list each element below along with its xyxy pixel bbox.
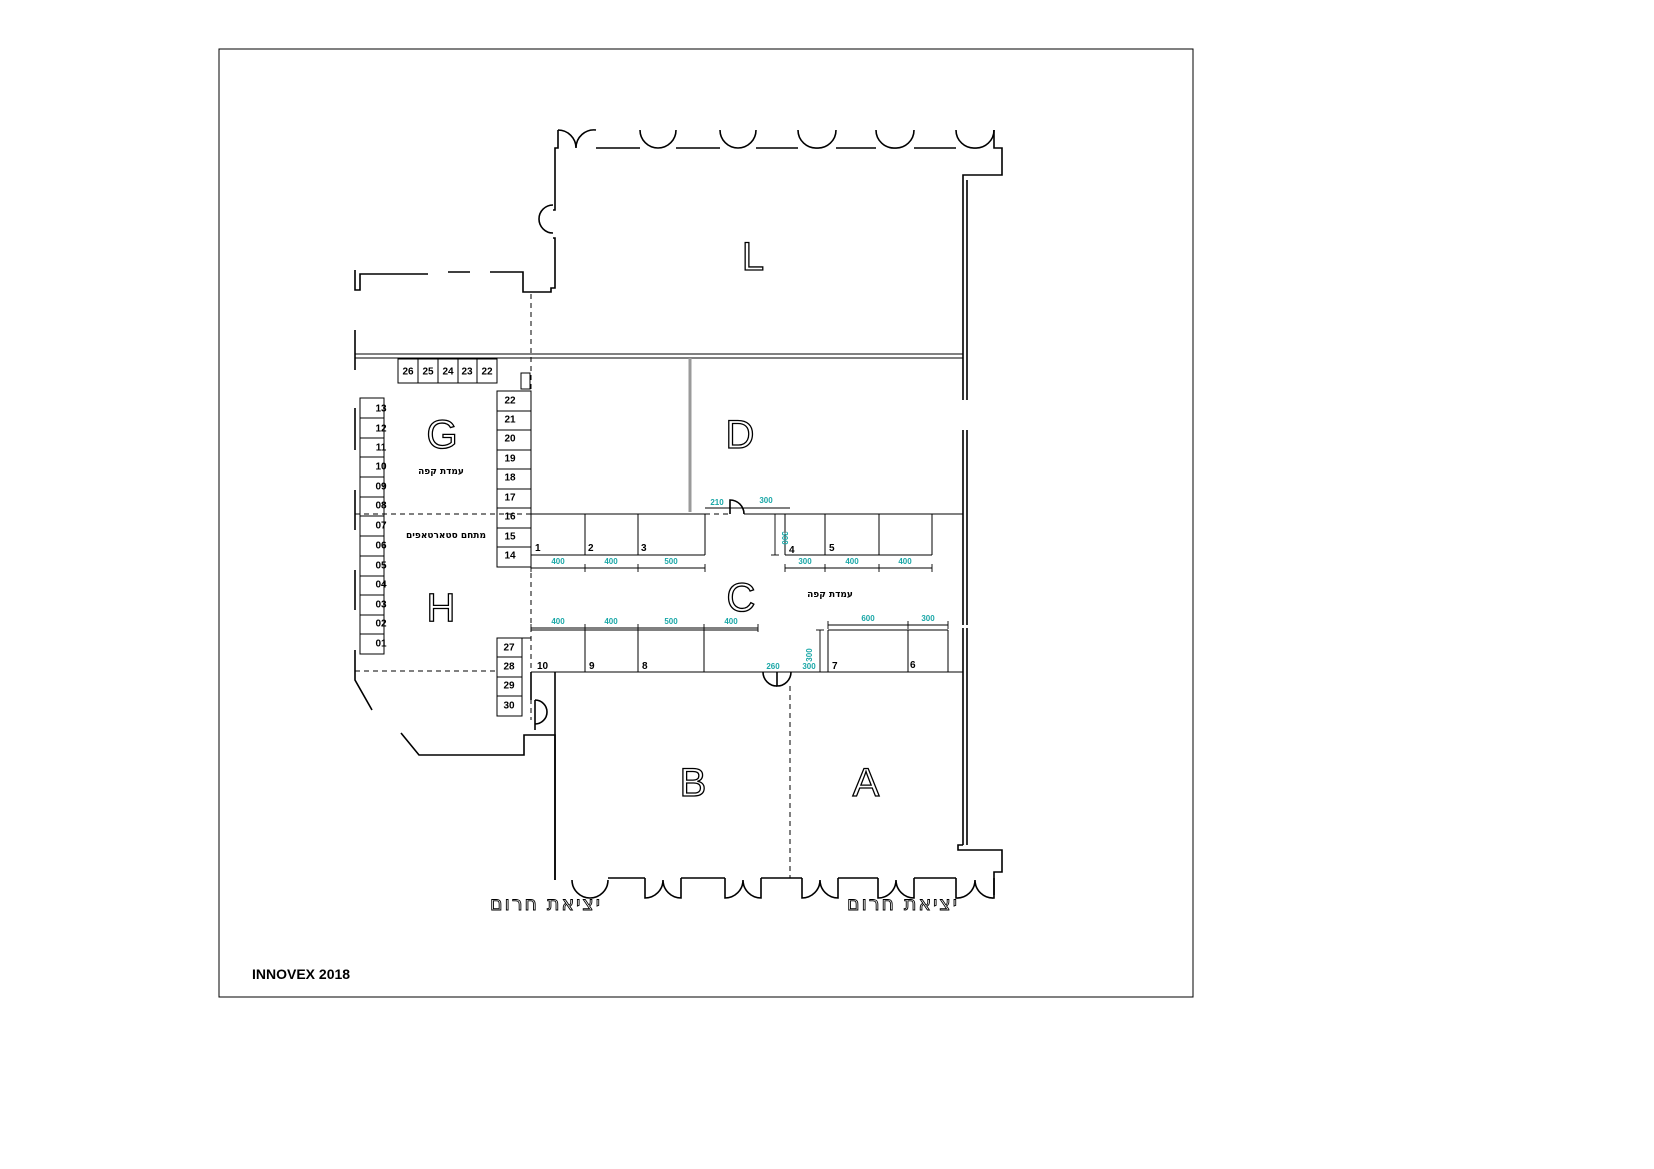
booth-13: 13 (375, 404, 387, 415)
dim-600: 600 (861, 614, 875, 623)
dim-300-a: 300 (798, 557, 812, 566)
booth-column-lower: 27 28 29 30 (496, 637, 548, 730)
hall-a: A (853, 761, 880, 805)
booth-06: 06 (375, 541, 387, 552)
dim-400-f: 400 (604, 617, 618, 626)
booth-16: 16 (504, 512, 516, 523)
booth-28: 28 (503, 662, 515, 673)
dimension-lines: 400 400 500 300 400 400 400 400 500 400 … (530, 496, 949, 673)
coffee-station-c: עמדת קפה (807, 590, 853, 600)
hall-g: G (426, 413, 457, 457)
hall-d: D (726, 413, 755, 457)
booth-17: 17 (504, 493, 516, 504)
booth-15: 15 (504, 532, 516, 543)
emergency-exit-left: יציאת חרום (490, 893, 602, 915)
dim-300-b: 300 (921, 614, 935, 623)
booth-12: 12 (375, 424, 387, 435)
hall-h: H (427, 586, 456, 630)
startups-area: מתחם סטארטאפים (406, 531, 486, 541)
booth-05: 05 (375, 561, 387, 572)
booth-04: 04 (375, 580, 387, 591)
booth-c-9: 9 (589, 661, 595, 672)
booth-26: 26 (402, 367, 414, 378)
booth-c-2: 2 (588, 543, 594, 554)
dim-400-g: 400 (724, 617, 738, 626)
dim-400-b: 400 (604, 557, 618, 566)
booth-07: 07 (375, 521, 387, 532)
booth-09: 09 (375, 482, 387, 493)
booth-11: 11 (376, 443, 387, 454)
hall-c: C (727, 576, 756, 620)
dim-400-c: 400 (845, 557, 859, 566)
dim-400-e: 400 (551, 617, 565, 626)
booth-01: 01 (375, 639, 387, 650)
booth-c-10: 10 (537, 661, 549, 672)
booth-29: 29 (503, 681, 515, 692)
booth-c-4: 4 (789, 545, 795, 556)
hall-ab-walls (530, 672, 995, 899)
booth-c-7: 7 (832, 661, 838, 672)
booth-18: 18 (504, 473, 516, 484)
booth-14: 14 (504, 551, 516, 562)
booth-column-right: 22 21 20 19 18 17 16 15 14 (496, 372, 532, 568)
booth-27: 27 (503, 643, 515, 654)
booth-02: 02 (375, 619, 387, 630)
booth-22-top: 22 (481, 367, 493, 378)
booth-21: 21 (504, 415, 516, 426)
hall-b: B (680, 761, 707, 805)
dim-300-vertical-top: 300 (780, 531, 789, 545)
dim-400-d: 400 (898, 557, 912, 566)
dim-300-vertical-bottom: 300 (805, 648, 814, 662)
booth-c-3: 3 (641, 543, 647, 554)
booth-c-5: 5 (829, 543, 835, 554)
booth-10: 10 (375, 462, 387, 473)
booth-19: 19 (504, 454, 516, 465)
booth-25: 25 (422, 367, 434, 378)
booth-c-6: 6 (910, 660, 916, 671)
dim-260: 260 (766, 662, 780, 671)
dim-300-c: 300 (759, 496, 773, 505)
footer-title: INNOVEX 2018 (252, 966, 350, 982)
dim-300-d: 300 (802, 662, 816, 671)
booth-24: 24 (442, 367, 454, 378)
booth-23: 23 (461, 367, 473, 378)
right-wall (957, 430, 1003, 895)
booth-08: 08 (375, 501, 387, 512)
dim-500-a: 500 (664, 557, 678, 566)
coffee-station-g: עמדת קפה (418, 467, 464, 477)
dim-210: 210 (710, 498, 724, 507)
booth-22: 22 (504, 396, 516, 407)
hall-c-top-booths: 1 2 3 4 5 (531, 499, 963, 556)
booth-30: 30 (503, 701, 515, 712)
corridor-wall (354, 294, 963, 720)
booth-c-8: 8 (642, 661, 648, 672)
dim-500-b: 500 (664, 617, 678, 626)
booth-20: 20 (504, 434, 516, 445)
sheet-border (218, 48, 1194, 998)
booth-c-1: 1 (535, 543, 541, 554)
hall-c-bottom-booths: 10 9 8 7 6 (531, 629, 963, 878)
hall-l-walls (354, 129, 1003, 400)
booth-03: 03 (375, 600, 387, 611)
booth-column-left: 13 12 11 10 09 08 07 06 05 04 03 02 01 (359, 397, 387, 655)
emergency-exit-right: יציאת חרום (847, 893, 959, 915)
dim-400-a: 400 (551, 557, 565, 566)
hall-l: L (742, 235, 764, 279)
booth-row-top: 26 25 24 23 22 (397, 358, 498, 384)
